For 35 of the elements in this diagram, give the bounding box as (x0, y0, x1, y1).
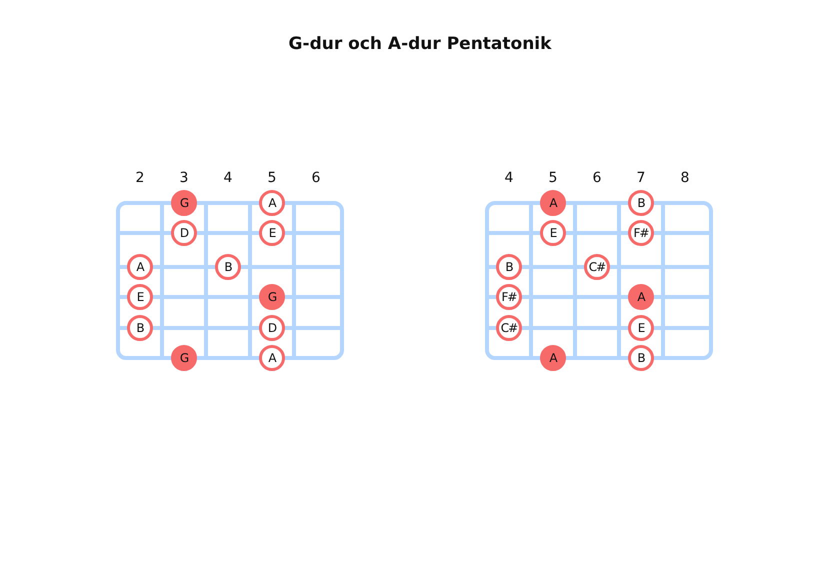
note-marker: B (628, 345, 654, 371)
fret-number: 5 (548, 170, 558, 186)
note-marker: B (496, 254, 522, 280)
root-note-marker: G (259, 284, 285, 310)
fret-number: 6 (312, 170, 320, 186)
note-marker: F# (628, 220, 654, 246)
note-marker: F# (496, 284, 522, 310)
root-note-marker: G (171, 345, 197, 371)
fret-number: 2 (136, 170, 144, 186)
note-marker: D (171, 220, 197, 246)
fret-number: 4 (504, 170, 514, 186)
fret-number: 8 (680, 170, 690, 186)
root-note-marker: A (540, 190, 566, 216)
root-note-marker: A (540, 345, 566, 371)
note-marker: C# (584, 254, 610, 280)
note-marker: D (259, 315, 285, 341)
fret-number: 4 (224, 170, 232, 186)
note-marker: B (215, 254, 241, 280)
note-marker: E (127, 284, 153, 310)
root-note-marker: G (171, 190, 197, 216)
note-marker: B (628, 190, 654, 216)
title: G-dur och A-dur Pentatonik (288, 34, 552, 54)
note-marker: A (259, 345, 285, 371)
note-marker: C# (496, 315, 522, 341)
note-marker: B (127, 315, 153, 341)
fret-number: 7 (636, 170, 646, 186)
note-marker: E (540, 220, 566, 246)
fret-number: 3 (180, 170, 188, 186)
note-marker: E (628, 315, 654, 341)
fret-number: 6 (592, 170, 602, 186)
note-marker: A (127, 254, 153, 280)
note-marker: E (259, 220, 285, 246)
fret-number: 5 (268, 170, 276, 186)
root-note-marker: A (628, 284, 654, 310)
note-marker: A (259, 190, 285, 216)
